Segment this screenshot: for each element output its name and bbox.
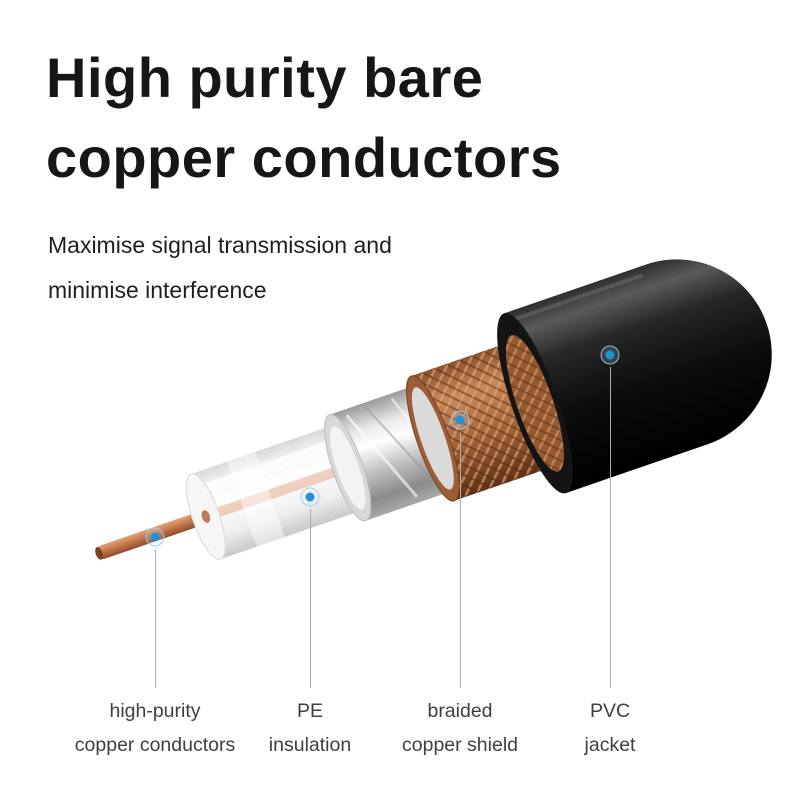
title-line-2: copper conductors xyxy=(46,125,562,189)
blue-dot-icon xyxy=(605,350,615,360)
marker-pvc-jacket-icon xyxy=(600,345,620,365)
marker-pe-insulation-icon xyxy=(300,487,320,507)
callout-label-line: PE xyxy=(296,700,324,722)
leader-line-pe-insulation xyxy=(310,509,311,688)
callout-label-line: high-purity xyxy=(109,700,201,722)
callout-label-line: insulation xyxy=(268,734,352,757)
callout-label-line: jacket xyxy=(584,734,636,757)
header: High purity bare copper conductors Maxim… xyxy=(46,38,562,313)
blue-dot-icon xyxy=(455,415,465,425)
title-line-1: High purity bare xyxy=(46,46,484,109)
pvc-jacket-layer xyxy=(497,259,772,494)
blue-dot-icon xyxy=(150,532,160,542)
callout-label-line: braided xyxy=(427,700,493,722)
marker-braided-shield-icon xyxy=(450,410,470,430)
subtitle: Maximise signal transmission and minimis… xyxy=(48,223,562,313)
subtitle-line-2: minimise interference xyxy=(48,276,267,303)
callout-label-line: copper conductors xyxy=(74,734,236,757)
leader-line-copper-conductor xyxy=(155,549,156,688)
callout-label-copper-conductors: high-purity copper conductors xyxy=(75,694,235,762)
callout-label-pvc-jacket: PVC jacket xyxy=(585,694,636,762)
callout-label-line: PVC xyxy=(589,700,631,722)
subtitle-line-1: Maximise signal transmission and xyxy=(48,232,392,259)
callout-label-pe-insulation: PE insulation xyxy=(269,694,351,762)
callout-label-line: copper shield xyxy=(402,734,518,757)
leader-line-braided-shield xyxy=(460,432,461,688)
callout-label-braided-shield: braided copper shield xyxy=(402,694,518,762)
marker-copper-conductor-icon xyxy=(145,527,165,547)
page-title: High purity bare copper conductors xyxy=(46,38,562,197)
blue-dot-icon xyxy=(305,492,315,502)
leader-line-pvc-jacket xyxy=(610,367,611,688)
